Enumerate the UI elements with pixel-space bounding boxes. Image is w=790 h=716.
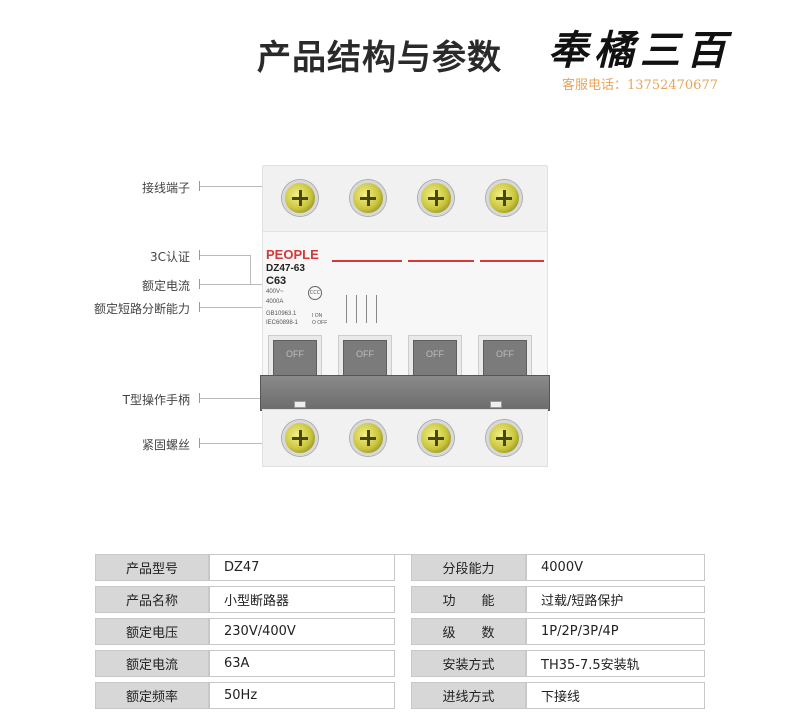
terminal-block-bottom — [262, 409, 548, 467]
table-row: 产品型号 DZ47 分段能力 4000V — [95, 554, 705, 581]
wiring-diagram-icon — [356, 295, 365, 323]
spec-label: 安装方式 — [411, 650, 526, 677]
callout-tick — [199, 279, 200, 289]
red-rule — [480, 260, 544, 262]
spec-label: 额定电流 — [95, 650, 209, 677]
device-voltage: 400V~ — [266, 289, 284, 295]
screw-icon — [418, 420, 454, 456]
spec-label: 额定频率 — [95, 682, 209, 709]
callout-current: 额定电流 — [0, 277, 190, 294]
table-row: 额定电流 63A 安装方式 TH35-7.5安装轨 — [95, 650, 705, 677]
spec-value: 1P/2P/3P/4P — [526, 618, 705, 645]
on-label: I ON — [312, 313, 323, 319]
circuit-breaker-image: PEOPLE DZ47-63 C63 400V~ 4000A GB10963.1… — [260, 165, 550, 467]
screw-icon — [282, 420, 318, 456]
callout-breaking: 额定短路分断能力 — [0, 300, 190, 317]
handle-off-label: OFF — [356, 349, 374, 359]
device-model: DZ47-63 — [266, 263, 305, 274]
callout-line — [200, 443, 262, 444]
callout-label: 3C认证 — [149, 250, 190, 264]
callout-line — [200, 398, 262, 399]
spec-label: 产品名称 — [95, 586, 209, 613]
wiring-diagram-icon — [366, 295, 375, 323]
ccc-mark-icon: CCC — [308, 286, 322, 300]
spec-label: 额定电压 — [95, 618, 209, 645]
spec-label: 功 能 — [411, 586, 526, 613]
callout-label: 额定电流 — [141, 279, 190, 293]
screw-icon — [350, 180, 386, 216]
callout-line — [200, 255, 250, 256]
device-rating: C63 — [266, 275, 287, 287]
callout-label: 额定短路分断能力 — [93, 302, 190, 316]
screw-icon — [418, 180, 454, 216]
device-standard-2: IEC60898-1 — [266, 320, 299, 326]
service-phone: 客服电话：13752470677 — [562, 78, 718, 93]
brand-signature: 奉橘三百 — [548, 27, 732, 74]
page-title: 产品结构与参数 — [257, 38, 502, 78]
callout-label: 接线端子 — [141, 181, 190, 195]
handle-off-label: OFF — [286, 349, 304, 359]
callout-3c: 3C认证 — [0, 248, 190, 265]
callout-connector — [250, 255, 251, 285]
spec-value: 下接线 — [526, 682, 705, 709]
callout-label: 紧固螺丝 — [141, 438, 190, 452]
device-standard-1: GB10963.1 — [266, 311, 297, 317]
callout-tick — [199, 438, 200, 448]
spec-label: 进线方式 — [411, 682, 526, 709]
table-row: 额定频率 50Hz 进线方式 下接线 — [95, 682, 705, 709]
din-clip — [294, 401, 306, 408]
terminal-block-top — [262, 165, 548, 232]
callout-tick — [199, 302, 200, 312]
callout-label: T型操作手柄 — [122, 393, 190, 407]
screw-icon — [350, 420, 386, 456]
callout-tick — [199, 250, 200, 260]
spec-value: 50Hz — [209, 682, 395, 709]
callout-line — [200, 186, 262, 187]
callout-tick — [199, 181, 200, 191]
spec-label: 级 数 — [411, 618, 526, 645]
din-clip — [490, 401, 502, 408]
spec-value: 4000V — [526, 554, 705, 581]
table-row: 产品名称 小型断路器 功 能 过载/短路保护 — [95, 586, 705, 613]
screw-icon — [486, 180, 522, 216]
spec-table: 产品型号 DZ47 分段能力 4000V 产品名称 小型断路器 功 能 过载/短… — [95, 554, 705, 709]
device-brand-logo: PEOPLE — [266, 247, 319, 262]
callout-tick — [199, 393, 200, 403]
spec-value: DZ47 — [209, 554, 395, 581]
handle-off-label: OFF — [426, 349, 444, 359]
spec-value: 过载/短路保护 — [526, 586, 705, 613]
wiring-diagram-icon — [376, 295, 385, 323]
spec-label: 分段能力 — [411, 554, 526, 581]
spec-value: 小型断路器 — [209, 586, 395, 613]
spec-value: 63A — [209, 650, 395, 677]
callout-screw: 紧固螺丝 — [0, 436, 190, 453]
screw-icon — [486, 420, 522, 456]
red-rule — [408, 260, 474, 262]
red-rule — [332, 260, 402, 262]
on-off-legend: I ON O OFF — [312, 313, 327, 327]
off-label: O OFF — [312, 320, 328, 326]
callout-handle: T型操作手柄 — [0, 391, 190, 408]
callout-terminal: 接线端子 — [0, 179, 190, 196]
spec-value: TH35-7.5安装轨 — [526, 650, 705, 677]
spec-value: 230V/400V — [209, 618, 395, 645]
screw-icon — [282, 180, 318, 216]
callout-line — [200, 284, 262, 285]
device-breaking: 4000A — [266, 299, 284, 305]
spec-label: 产品型号 — [95, 554, 209, 581]
callout-line — [200, 307, 262, 308]
table-row: 额定电压 230V/400V 级 数 1P/2P/3P/4P — [95, 618, 705, 645]
wiring-diagram-icon — [346, 295, 355, 323]
handle-off-label: OFF — [496, 349, 514, 359]
